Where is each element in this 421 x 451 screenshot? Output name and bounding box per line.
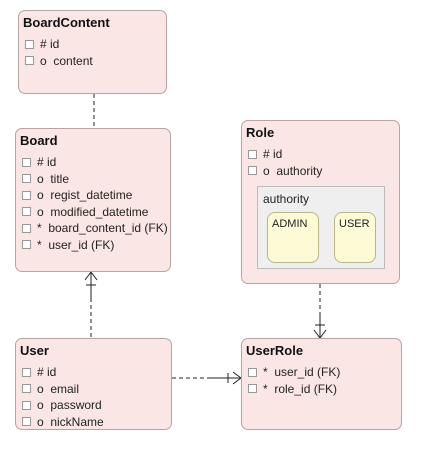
attribute-row: o email [22,381,104,398]
checkbox-icon [22,417,31,427]
attribute-row: # id [22,154,168,171]
domain-value-admin[interactable]: ADMIN [267,212,319,263]
checkbox-icon [22,400,31,410]
link-role-userrole [313,284,327,339]
attribute-row: * role_id (FK) [248,381,340,398]
entity-title: BoardContent [23,15,110,30]
attribute-label: o nickName [37,414,104,429]
attribute-label: # id [40,37,60,51]
entity-boardcontent[interactable]: BoardContent # id o content [18,10,167,94]
checkbox-icon [22,190,31,200]
attribute-list: # id o authority [248,146,322,179]
domain-value-label: USER [339,218,370,230]
link-user-userrole [172,371,242,385]
checkbox-icon [248,367,257,377]
attribute-row: o regist_datetime [22,187,168,204]
checkbox-icon [22,384,31,394]
domain-group-authority: authority ADMIN USER [257,186,385,269]
domain-group-title: authority [263,192,310,206]
attribute-list: # id o content [25,36,93,69]
attribute-label: # id [37,155,57,169]
entity-title: Role [246,125,275,140]
attribute-row: o modified_datetime [22,204,168,221]
attribute-label: # id [263,147,283,161]
attribute-label: * role_id (FK) [263,381,338,396]
attribute-label: * board_content_id (FK) [37,221,168,235]
checkbox-icon [25,39,34,49]
attribute-row: * board_content_id (FK) [22,220,168,237]
link-board-user [84,271,98,338]
checkbox-icon [22,223,31,233]
attribute-list: # id o email o password o nickName [22,364,104,430]
attribute-list: # id o title o regist_datetime o modifie… [22,154,168,253]
attribute-label: # id [37,365,57,379]
attribute-row: o authority [248,163,322,180]
entity-title: Board [20,133,58,148]
entity-title: User [20,343,49,358]
attribute-label: o regist_datetime [37,188,133,202]
entity-board[interactable]: Board # id o title o regist_datetime o m… [15,128,171,272]
entity-userrole[interactable]: UserRole * user_id (FK) * role_id (FK) [241,338,402,430]
attribute-row: * user_id (FK) [22,237,168,254]
attribute-label: o email [37,381,80,396]
checkbox-icon [22,367,31,377]
attribute-list: * user_id (FK) * role_id (FK) [248,364,340,397]
checkbox-icon [248,166,257,176]
checkbox-icon [22,174,31,184]
checkbox-icon [25,56,34,66]
checkbox-icon [22,207,31,217]
checkbox-icon [22,157,31,167]
attribute-label: o modified_datetime [37,204,149,219]
attribute-row: # id [25,36,93,53]
entity-role[interactable]: Role # id o authority authority ADMIN US… [241,120,400,284]
entity-title: UserRole [246,343,304,358]
attribute-label: o password [37,398,102,412]
domain-value-user[interactable]: USER [334,212,376,263]
attribute-label: o content [40,53,93,68]
checkbox-icon [22,240,31,250]
attribute-row: # id [248,146,322,163]
attribute-row: # id [22,364,104,381]
attribute-row: * user_id (FK) [248,364,340,381]
attribute-row: o title [22,171,168,188]
entity-user[interactable]: User # id o email o password o nickName [15,338,172,430]
attribute-row: o nickName [22,414,104,431]
attribute-row: o password [22,397,104,414]
attribute-label: o authority [263,163,323,178]
attribute-row: o content [25,53,93,70]
attribute-label: * user_id (FK) [263,365,341,379]
domain-value-label: ADMIN [272,218,308,230]
attribute-label: o title [37,171,70,186]
checkbox-icon [248,149,257,159]
attribute-label: * user_id (FK) [37,237,115,252]
checkbox-icon [248,384,257,394]
